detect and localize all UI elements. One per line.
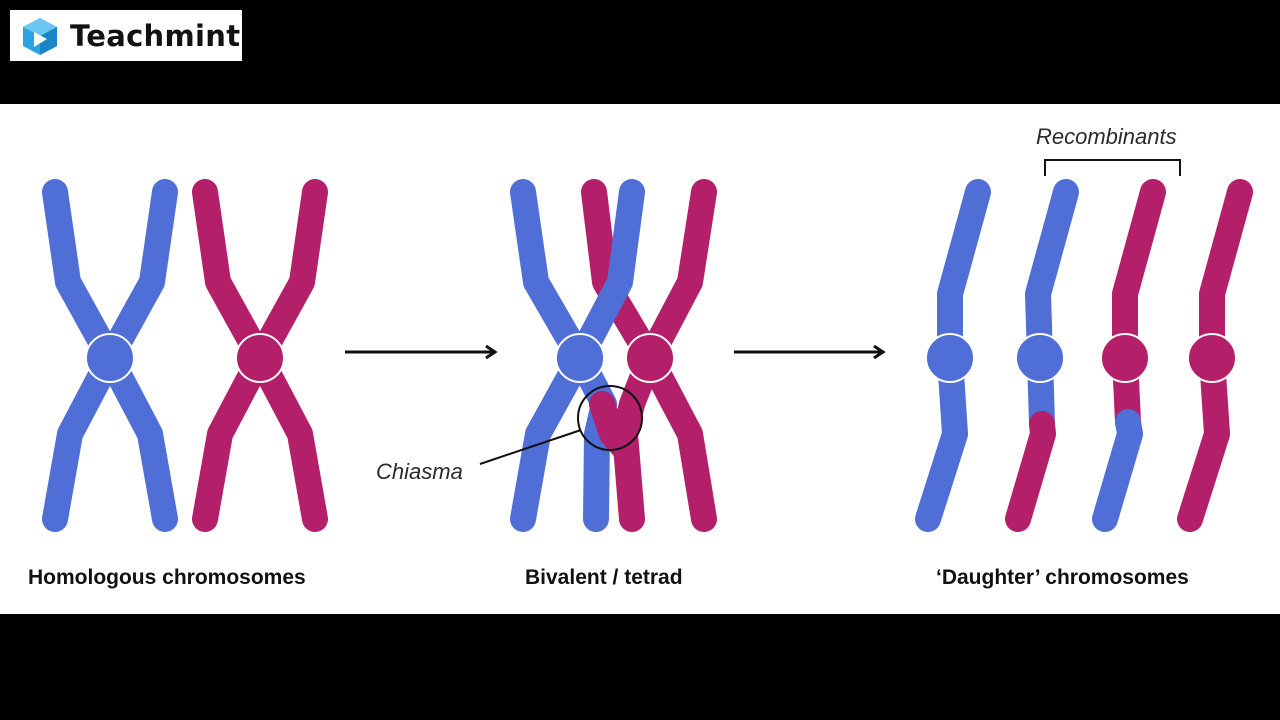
centromere-daughter-4	[1187, 333, 1237, 383]
diagram-panel: Recombinants Chiasma Homologous chromoso…	[0, 104, 1280, 614]
centromere-daughter-1	[925, 333, 975, 383]
centromere-daughter-3	[1100, 333, 1150, 383]
daughter-chromosome-3	[1092, 179, 1166, 532]
centromere-blue-1	[85, 333, 135, 383]
crossing-over-diagram	[42, 159, 1253, 532]
chiasma-label: Chiasma	[376, 459, 463, 484]
teachmint-logo: Teachmint	[10, 10, 242, 61]
caption-daughter: ‘Daughter’ chromosomes	[936, 566, 1189, 589]
caption-bivalent: Bivalent / tetrad	[525, 566, 683, 589]
recombinants-bracket	[1044, 159, 1181, 176]
chiasma-circle	[577, 385, 643, 451]
caption-homologous: Homologous chromosomes	[28, 566, 306, 589]
brand-name: Teachmint	[70, 18, 241, 53]
centromere-daughter-2	[1015, 333, 1065, 383]
recombinants-label: Recombinants	[1036, 124, 1177, 149]
teachmint-cube-icon	[23, 17, 57, 55]
centromere-blue-2	[555, 333, 605, 383]
daughter-chromosome-2	[1005, 179, 1079, 532]
bivalent-tetrad	[510, 179, 717, 532]
centromere-magenta-2	[625, 333, 675, 383]
chiasma-leader-line	[479, 429, 582, 465]
centromere-magenta-1	[235, 333, 285, 383]
